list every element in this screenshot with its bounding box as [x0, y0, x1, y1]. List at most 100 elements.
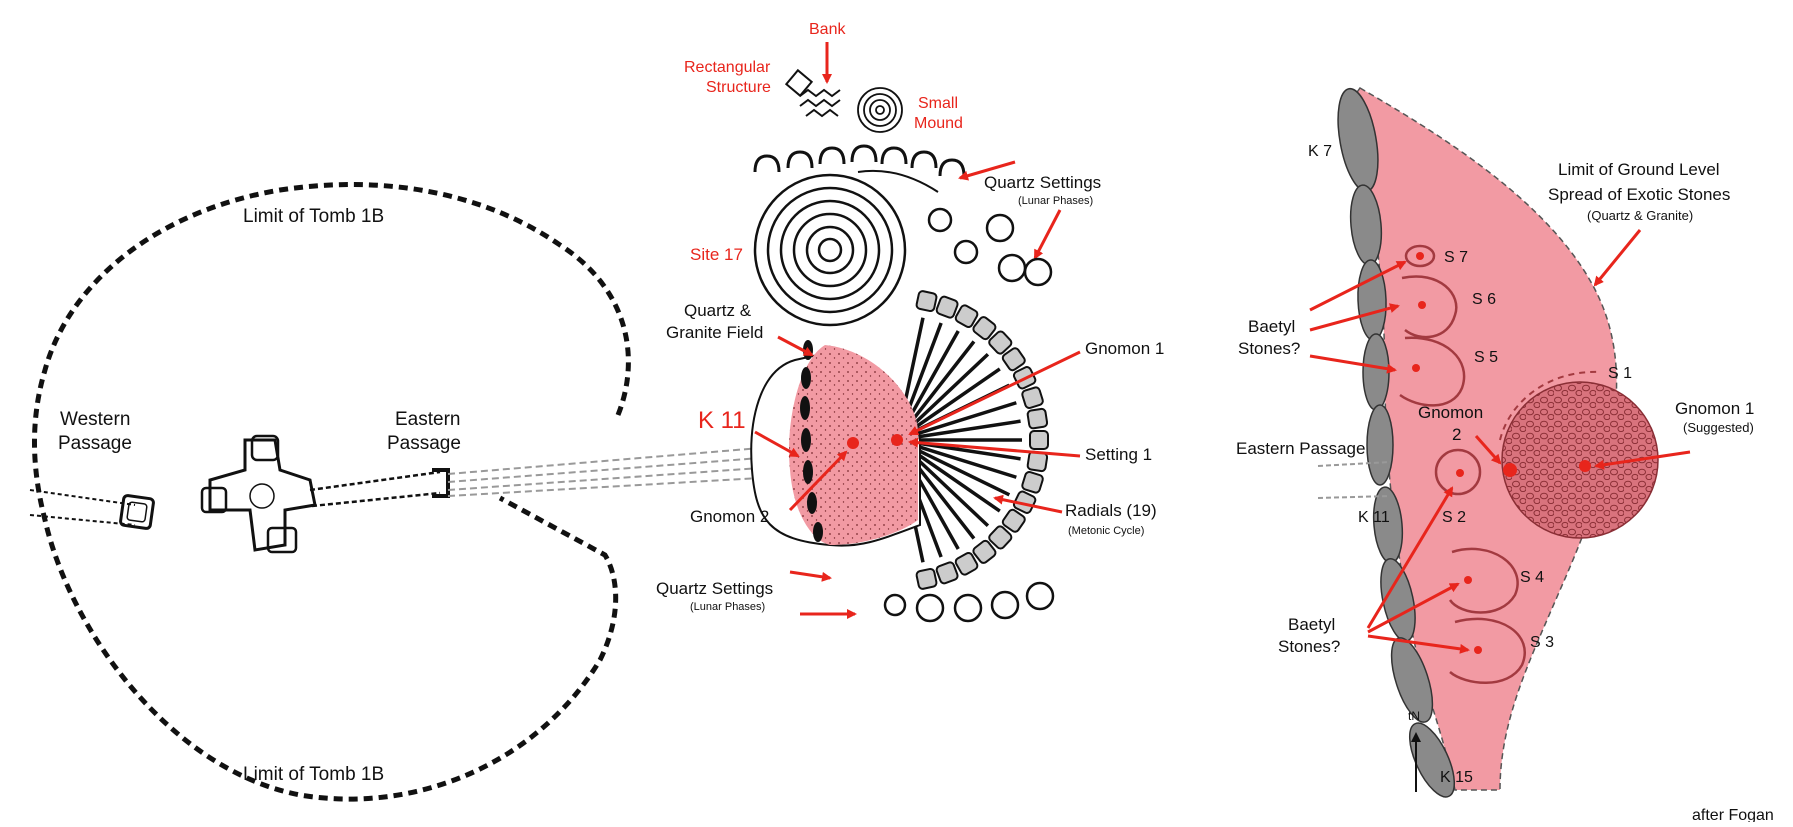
- limit-spread-sublabel: (Quartz & Granite): [1587, 208, 1693, 223]
- rectangular-structure-label: Rectangular Structure: [684, 59, 775, 96]
- gnomon-2-mid-arrow: [788, 450, 848, 512]
- site-17-label: Site 17: [690, 245, 743, 264]
- radial-stone: [915, 567, 938, 590]
- radial-stone: [972, 316, 997, 341]
- s3-ring: [1449, 617, 1526, 684]
- limit-spread-arrow: [1593, 229, 1642, 287]
- radials-arrow: [993, 494, 1063, 514]
- right-panel: K 7 Limit of Ground Level Spread of Exot…: [1236, 87, 1774, 824]
- gnomon-2-dot: [847, 437, 859, 449]
- radial-stone: [954, 551, 979, 576]
- radial-stone: [954, 304, 979, 329]
- radial-stone: [935, 561, 959, 585]
- radial-line: [912, 367, 1001, 431]
- small-mound-spiral: [857, 87, 903, 133]
- kerbstone: [1366, 404, 1394, 486]
- tomb-1b-limit-outline: [32, 182, 631, 802]
- radial-stone: [1021, 471, 1044, 494]
- gnomon-1-right-label: Gnomon 1: [1675, 399, 1754, 418]
- k11-right-label: K 11: [1358, 509, 1390, 526]
- gnomon-2-right-dot: [1503, 463, 1517, 477]
- s1-small-stones-arc: [1499, 370, 1601, 441]
- eastern-passage-label: Eastern Passage: [387, 409, 466, 454]
- k11-label: K 11: [698, 407, 746, 434]
- baetyl-bottom-arrow-2: [1367, 582, 1460, 634]
- radial-stone: [1021, 386, 1044, 409]
- s-settings: [1399, 244, 1526, 684]
- s3-label: S 3: [1530, 634, 1554, 651]
- quartz-settings-top-arrow-2: [1033, 209, 1062, 260]
- eastern-passage-drawing: [309, 447, 761, 508]
- limit-tomb-1b-top-label: Limit of Tomb 1B: [243, 206, 384, 227]
- setting-1-label: Setting 1: [1085, 445, 1152, 464]
- western-passage-drawing: [29, 489, 155, 530]
- quartz-granite-field-label: Quartz & Granite Field: [666, 301, 763, 342]
- radials-label: Radials (19): [1065, 501, 1157, 520]
- left-panel: Limit of Tomb 1B Limit of Tomb 1B Wester…: [29, 182, 761, 802]
- radial-stone: [935, 295, 959, 319]
- s7-ring: [1404, 244, 1436, 268]
- gnomon-2-mid-label: Gnomon 2: [690, 507, 769, 526]
- radial-stone: [972, 539, 997, 564]
- site-17-spiral: [753, 173, 907, 327]
- quartz-settings-top-sublabel: (Lunar Phases): [1018, 195, 1093, 207]
- k15-label: K 15: [1440, 769, 1473, 786]
- quartz-settings-top-arrow-1: [958, 160, 1016, 181]
- gnomon-1-mid-arrow: [908, 350, 1081, 436]
- limit-tomb-1b-bottom-label: Limit of Tomb 1B: [243, 764, 384, 785]
- kerbstone: [1362, 333, 1390, 411]
- s6-ring: [1401, 275, 1458, 339]
- rectangular-structure-shape: [784, 68, 814, 98]
- s4-ring: [1448, 547, 1519, 614]
- small-mound-label: Small Mound: [914, 95, 963, 132]
- s4-label: S 4: [1520, 569, 1544, 586]
- radial-line: [916, 441, 1021, 461]
- north-label: tN: [1408, 709, 1420, 723]
- radial-line: [910, 452, 990, 528]
- radials-sublabel: (Metonic Cycle): [1068, 525, 1144, 537]
- radial-line: [905, 330, 960, 424]
- setting-1-arrow: [908, 437, 1081, 458]
- s-setting-dots: [1412, 252, 1482, 654]
- baetyl-stones-top-label: Baetyl Stones?: [1238, 317, 1300, 358]
- s6-label: S 6: [1472, 291, 1496, 308]
- quartz-settings-bottom-sublabel: (Lunar Phases): [690, 601, 765, 613]
- s2-ring: [1434, 448, 1482, 496]
- eastern-passage-right-line-1: [1317, 461, 1391, 467]
- gnomon-1-right-dot: [1579, 460, 1591, 472]
- baetyl-top-arrow-2: [1309, 303, 1400, 332]
- k7-label: K 7: [1308, 143, 1332, 160]
- radial-line: [910, 352, 990, 428]
- s5-ring: [1399, 336, 1466, 407]
- radial-stone: [988, 330, 1013, 355]
- baetyl-bottom-arrow-1: [1366, 486, 1454, 629]
- radial-line: [914, 447, 1011, 497]
- gnomon-2-right-label: Gnomon 2: [1418, 403, 1488, 444]
- limit-spread-label: Limit of Ground Level Spread of Exotic S…: [1548, 160, 1730, 204]
- middle-panel: Bank Rectangular Structure Small Mound: [656, 21, 1164, 623]
- radial-stone: [1001, 508, 1026, 533]
- radial-stone: [1029, 430, 1049, 450]
- radial-stone: [1026, 407, 1049, 430]
- quartz-settings-bottom-arrow-1: [789, 570, 832, 582]
- radial-stone: [915, 290, 938, 313]
- credit-label: after Fogan: [1692, 807, 1774, 822]
- s5-label: S 5: [1474, 349, 1498, 366]
- quartz-settings-bottom-label: Quartz Settings: [656, 579, 773, 598]
- radial-stone: [988, 525, 1013, 550]
- gnomon-1-right-sublabel: (Suggested): [1683, 420, 1754, 435]
- western-passage-label: Western Passage: [58, 409, 136, 454]
- s2-label: S 2: [1442, 509, 1466, 526]
- gnomon-1-right-arrow: [1594, 450, 1691, 470]
- bank-zigzag: [799, 88, 841, 118]
- quartz-settings-top-label: Quartz Settings: [984, 173, 1101, 192]
- radial-stone: [1001, 347, 1026, 372]
- radial-end-stones: [915, 290, 1049, 590]
- baetyl-top-arrow-1: [1309, 260, 1407, 312]
- radial-line: [915, 444, 1017, 479]
- cruciform-tomb-drawing: [200, 434, 317, 554]
- gnomon-2-right-arrow: [1474, 435, 1502, 465]
- radial-line: [916, 419, 1021, 439]
- radial-line: [907, 340, 976, 426]
